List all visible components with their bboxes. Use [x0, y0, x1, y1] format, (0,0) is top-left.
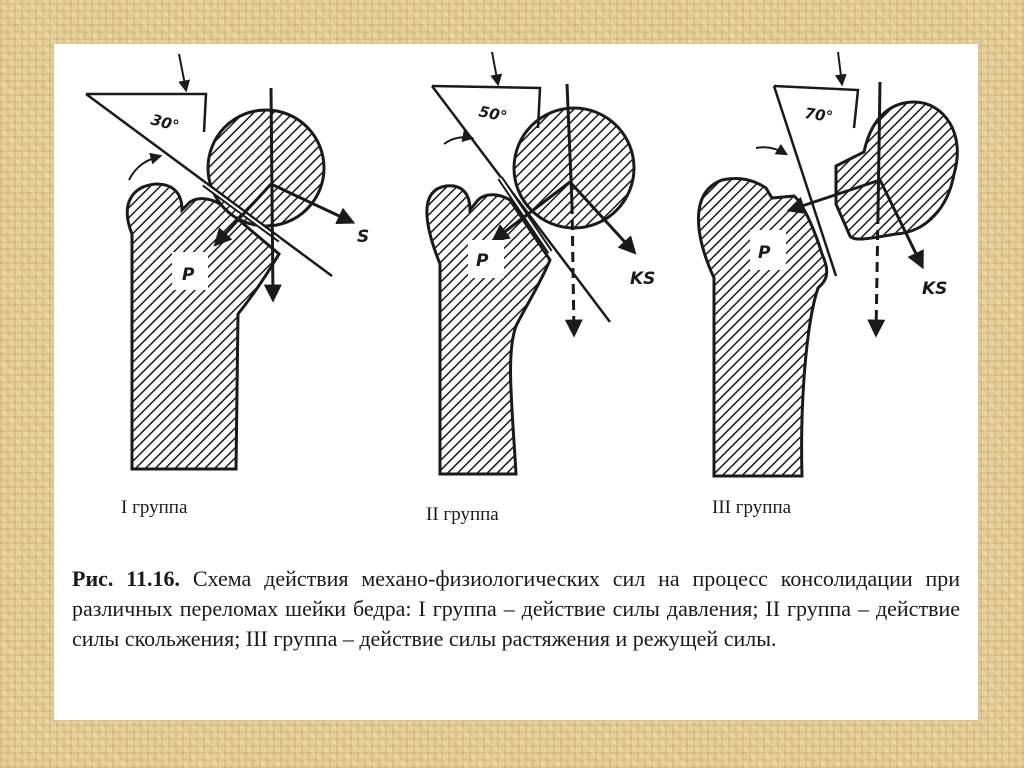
group-1-femur: P 30° S	[85, 53, 369, 471]
figure-sheet: P 30° S P 50° KS	[54, 44, 978, 720]
p-force-arrow-3	[786, 178, 881, 214]
force-label-1: S	[357, 227, 369, 247]
femoral-head-1	[206, 108, 326, 228]
angle-label-3: 70°	[803, 104, 834, 126]
ks-force-arrow-2	[568, 180, 637, 255]
vertical-force-arrow-1	[263, 87, 282, 303]
vertical-force-arrow-3	[876, 81, 882, 215]
fracture-line-3	[772, 85, 838, 277]
femur-shaft-3	[697, 176, 829, 478]
s-force-arrow-1	[270, 182, 356, 225]
femoral-head-2	[512, 106, 636, 230]
femur-shaft-1	[125, 182, 281, 471]
pressure-label-1: P	[182, 265, 195, 285]
group-3-label: III группа	[712, 497, 792, 518]
group-2-femur: P 50° KS	[425, 51, 655, 476]
pressure-label-2: P	[476, 251, 489, 271]
ks-force-arrow-3	[878, 179, 924, 270]
curved-arrow-2	[443, 130, 475, 145]
femoral-head-3	[834, 100, 959, 241]
angle-label-1: 30°	[149, 110, 181, 135]
pressure-label-3: P	[758, 243, 771, 263]
top-arrow-2	[490, 51, 503, 87]
femur-shaft-2	[425, 184, 552, 476]
p-force-arrow-2	[491, 180, 571, 243]
vertical-force-dashed-2	[564, 203, 583, 338]
group-3-femur: P 70° KS	[697, 51, 959, 478]
top-arrow-1	[178, 53, 191, 93]
figure-caption: Рис. 11.16. Схема действия механо-физиол…	[72, 564, 960, 654]
angle-label-2: 50°	[477, 102, 508, 126]
force-label-2: KS	[630, 269, 655, 289]
curved-arrow-1	[128, 152, 163, 181]
force-label-3: KS	[922, 279, 947, 299]
p-force-arrow-1	[213, 182, 273, 247]
curved-arrow-3	[755, 143, 789, 156]
group-1-label: I группа	[121, 497, 188, 518]
caption-text: Схема действия механо-физиологических си…	[72, 566, 961, 651]
caption-label: Рис. 11.16.	[72, 566, 181, 591]
group-2-label: II группа	[426, 504, 499, 525]
femur-fracture-diagram: P 30° S P 50° KS	[85, 51, 959, 478]
angle-triangle-1	[86, 92, 208, 133]
top-arrow-3	[834, 51, 847, 87]
vertical-force-dashed-3	[867, 213, 886, 338]
angle-triangle-3	[773, 84, 860, 129]
angle-triangle-2	[431, 84, 542, 129]
